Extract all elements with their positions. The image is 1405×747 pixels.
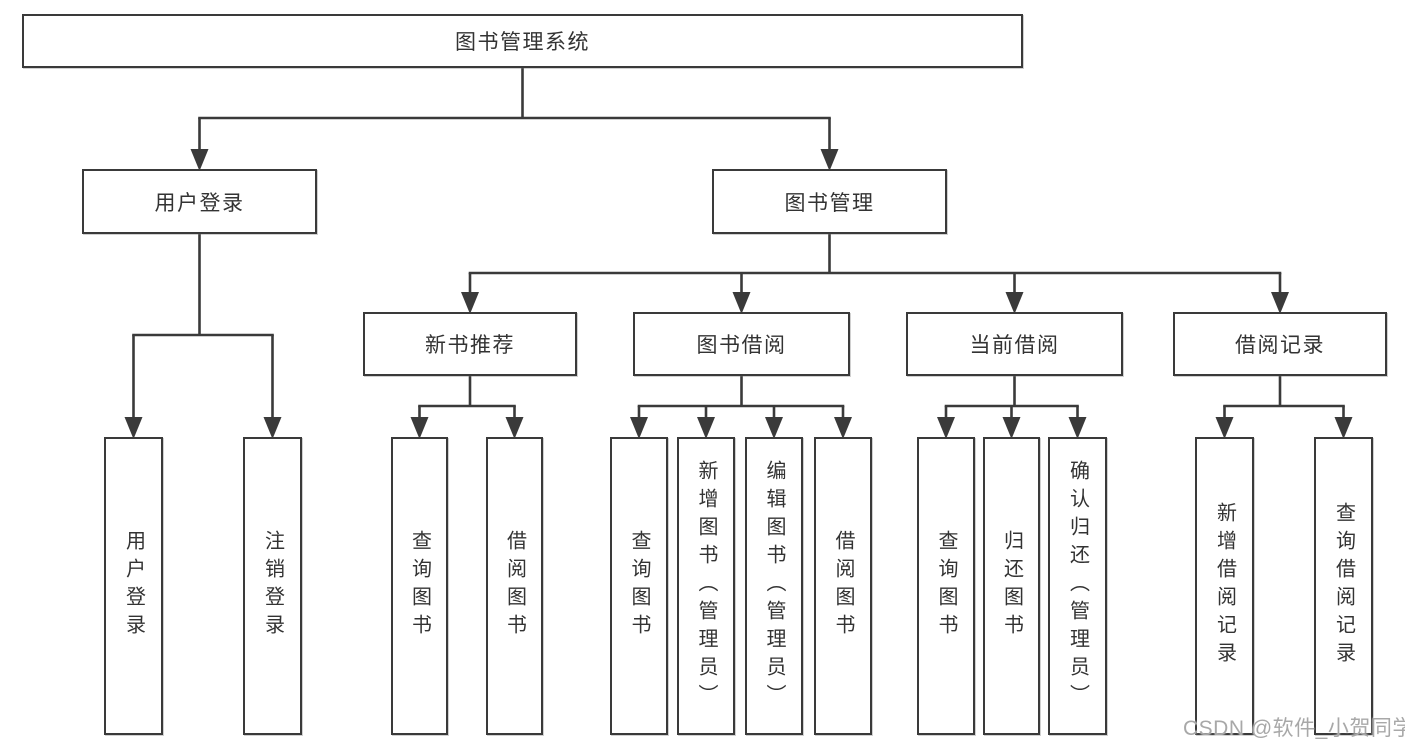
node-label-book-mgmt: 图书管理 (784, 191, 875, 215)
arrowhead-icon (461, 292, 479, 314)
node-current-confirm-return: 确认归还（管理员） (1048, 437, 1107, 735)
node-rec-borrow-book: 借阅图书 (486, 437, 543, 735)
node-current-query-book: 查询图书 (917, 437, 975, 735)
node-borrow-record: 借阅记录 (1173, 312, 1387, 376)
node-system: 图书管理系统 (22, 14, 1023, 68)
arrowhead-icon (124, 417, 143, 439)
node-label-borrow-add-book: 新增图书（管理员） (695, 460, 717, 712)
arrowhead-icon (190, 149, 209, 171)
arrowhead-icon (1334, 417, 1353, 439)
node-current-return-book: 归还图书 (983, 437, 1040, 735)
node-label-current-query-book: 查询图书 (935, 530, 957, 642)
arrowhead-icon (505, 417, 524, 439)
node-book-mgmt: 图书管理 (712, 169, 947, 234)
node-borrow-edit-book: 编辑图书（管理员） (745, 437, 803, 735)
arrowhead-icon (1271, 292, 1289, 314)
node-label-system: 图书管理系统 (455, 31, 590, 54)
arrowhead-icon (630, 417, 648, 439)
node-label-borrow-borrow-book: 借阅图书 (832, 530, 854, 642)
node-label-rec-borrow-book: 借阅图书 (503, 530, 526, 642)
node-user-login: 用户登录 (82, 169, 317, 234)
node-label-borrow-edit-book: 编辑图书（管理员） (763, 460, 785, 712)
arrowhead-icon (263, 417, 282, 439)
node-label-record-add-record: 新增借阅记录 (1213, 502, 1236, 670)
node-borrow-add-book: 新增图书（管理员） (677, 437, 735, 735)
node-rec-query-book: 查询图书 (391, 437, 448, 735)
node-book-borrow: 图书借阅 (633, 312, 850, 376)
node-label-user-login: 用户登录 (154, 191, 245, 215)
node-borrow-query-book: 查询图书 (610, 437, 668, 735)
node-label-book-borrow: 图书借阅 (696, 334, 787, 357)
node-label-current-return-book: 归还图书 (1000, 530, 1023, 642)
node-label-new-book-rec: 新书推荐 (425, 334, 515, 357)
node-record-query-record: 查询借阅记录 (1314, 437, 1373, 735)
node-current-borrow: 当前借阅 (906, 312, 1123, 376)
arrowhead-icon (410, 417, 429, 439)
node-label-current-confirm-return: 确认归还（管理员） (1066, 460, 1089, 712)
node-new-book-rec: 新书推荐 (363, 312, 577, 376)
node-label-leaf-user-login: 用户登录 (122, 530, 145, 642)
node-label-rec-query-book: 查询图书 (408, 530, 431, 642)
node-label-borrow-record: 借阅记录 (1235, 334, 1325, 357)
arrowhead-icon (1215, 417, 1234, 439)
arrowhead-icon (834, 417, 852, 439)
arrowhead-icon (732, 292, 751, 314)
arrowhead-icon (1068, 417, 1087, 439)
arrowhead-icon (937, 417, 955, 439)
arrowhead-icon (765, 417, 783, 439)
node-borrow-borrow-book: 借阅图书 (814, 437, 872, 735)
arrowhead-icon (1005, 292, 1024, 314)
arrowhead-icon (697, 417, 715, 439)
node-label-borrow-query-book: 查询图书 (628, 530, 650, 642)
arrowhead-icon (820, 149, 839, 171)
watermark: CSDN @软件_小贺同学 (1183, 717, 1405, 740)
node-record-add-record: 新增借阅记录 (1195, 437, 1254, 735)
node-label-leaf-logout-login: 注销登录 (261, 530, 284, 642)
node-label-record-query-record: 查询借阅记录 (1332, 502, 1355, 670)
arrowhead-icon (1002, 417, 1021, 439)
node-leaf-logout-login: 注销登录 (243, 437, 302, 735)
node-leaf-user-login: 用户登录 (104, 437, 163, 735)
node-label-current-borrow: 当前借阅 (969, 334, 1060, 357)
